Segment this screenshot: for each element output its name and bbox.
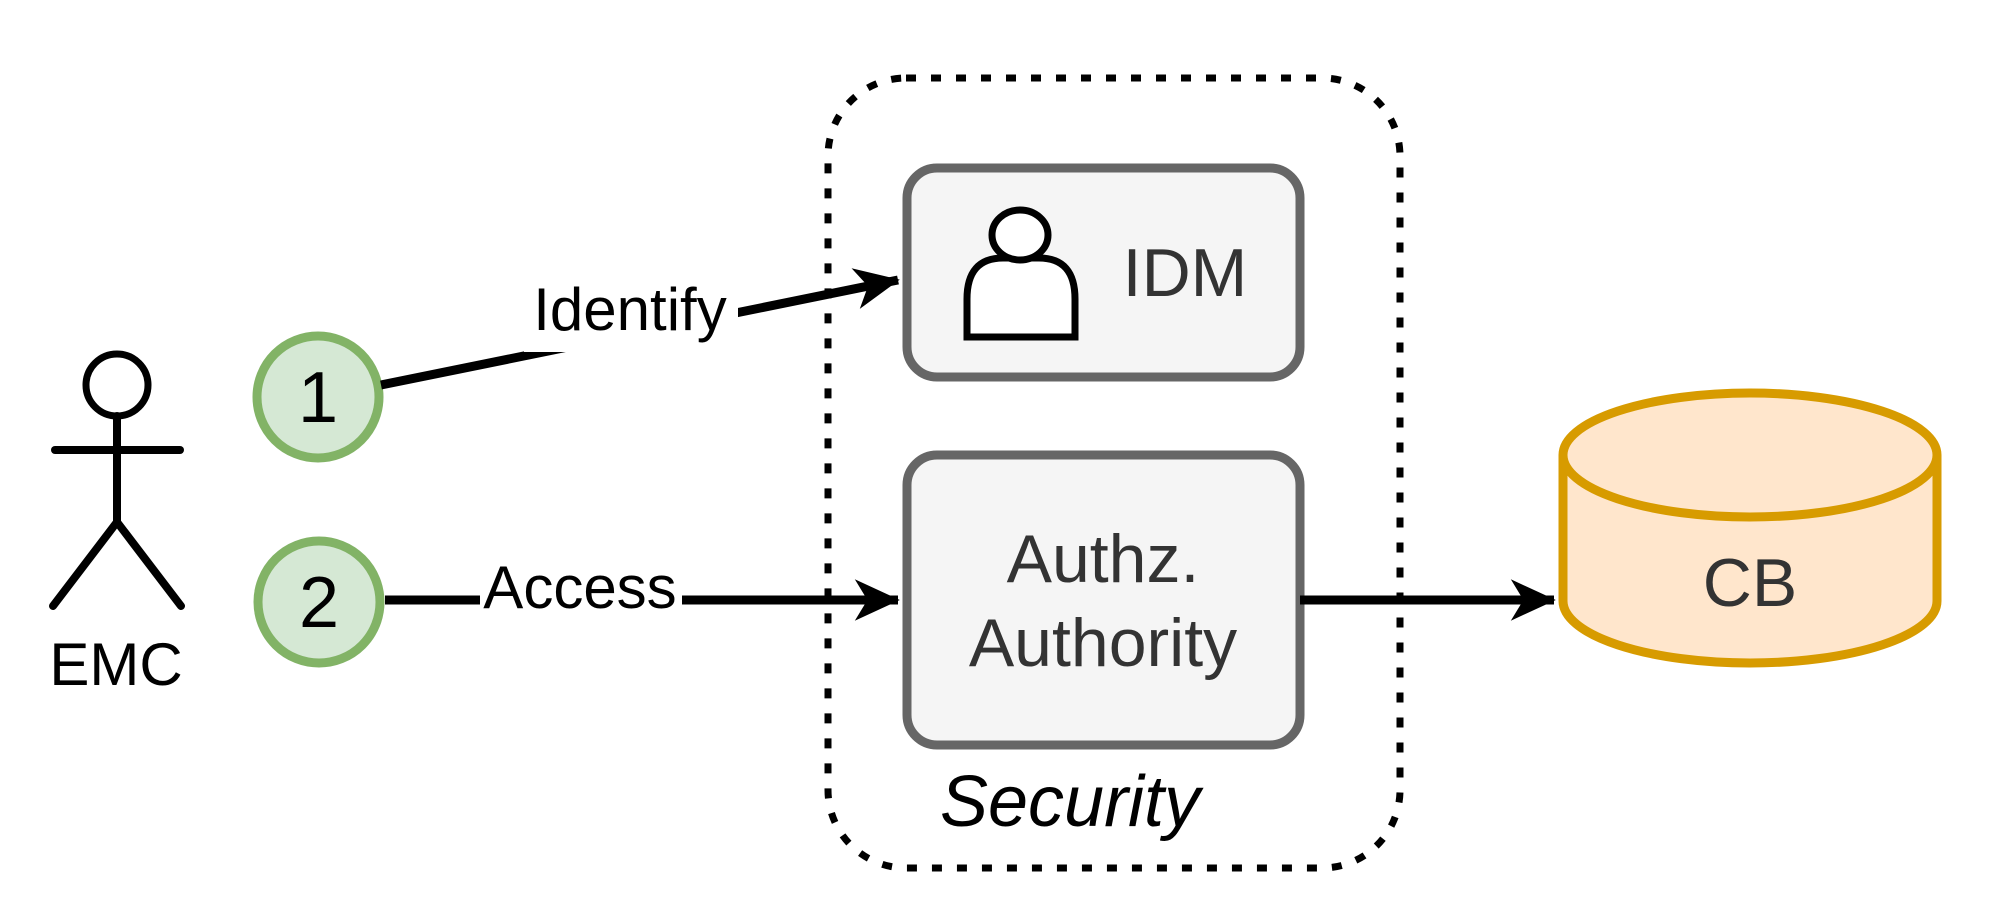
cb-label: CB bbox=[1703, 545, 1797, 621]
identify-label: Identify bbox=[533, 276, 726, 343]
security-label: Security bbox=[940, 762, 1204, 842]
step-2-number: 2 bbox=[299, 563, 339, 643]
authz-label-line1: Authz. bbox=[1007, 521, 1200, 597]
actor-label: EMC bbox=[49, 631, 182, 698]
step-2-circle bbox=[253, 536, 385, 668]
step-badge-1: 1 bbox=[252, 331, 384, 463]
authz-rect bbox=[902, 450, 1305, 750]
access-label-bg bbox=[480, 554, 682, 616]
stick-figure-right-leg bbox=[113, 518, 185, 610]
step-1-number: 1 bbox=[298, 358, 338, 438]
identify-edge: Identify bbox=[380, 268, 900, 390]
cb-database: CB bbox=[1558, 388, 1942, 668]
database-cylinder-icon bbox=[1558, 388, 1942, 668]
person-body bbox=[963, 254, 1079, 341]
security-container bbox=[824, 74, 1404, 872]
access-edge: Access bbox=[385, 554, 900, 621]
idm-label: IDM bbox=[1123, 235, 1248, 311]
identify-label-bg bbox=[524, 272, 738, 352]
person-icon bbox=[963, 206, 1079, 341]
stick-figure-icon bbox=[49, 350, 185, 610]
cylinder-rim bbox=[1558, 454, 1942, 522]
authz-label-line2: Authority bbox=[969, 605, 1237, 681]
step-badge-2: 2 bbox=[253, 536, 385, 668]
security-boundary: Security bbox=[824, 74, 1404, 872]
cylinder-body bbox=[1558, 388, 1942, 668]
step-1-circle bbox=[252, 331, 384, 463]
actor-emc: EMC bbox=[49, 350, 185, 698]
person-head bbox=[988, 206, 1052, 264]
stick-figure-head bbox=[82, 350, 152, 420]
stick-figure-left-leg bbox=[49, 518, 121, 610]
access-label: Access bbox=[483, 554, 676, 621]
authz-authority-box: Authz. Authority bbox=[902, 450, 1305, 750]
idm-box: IDM bbox=[902, 163, 1305, 382]
